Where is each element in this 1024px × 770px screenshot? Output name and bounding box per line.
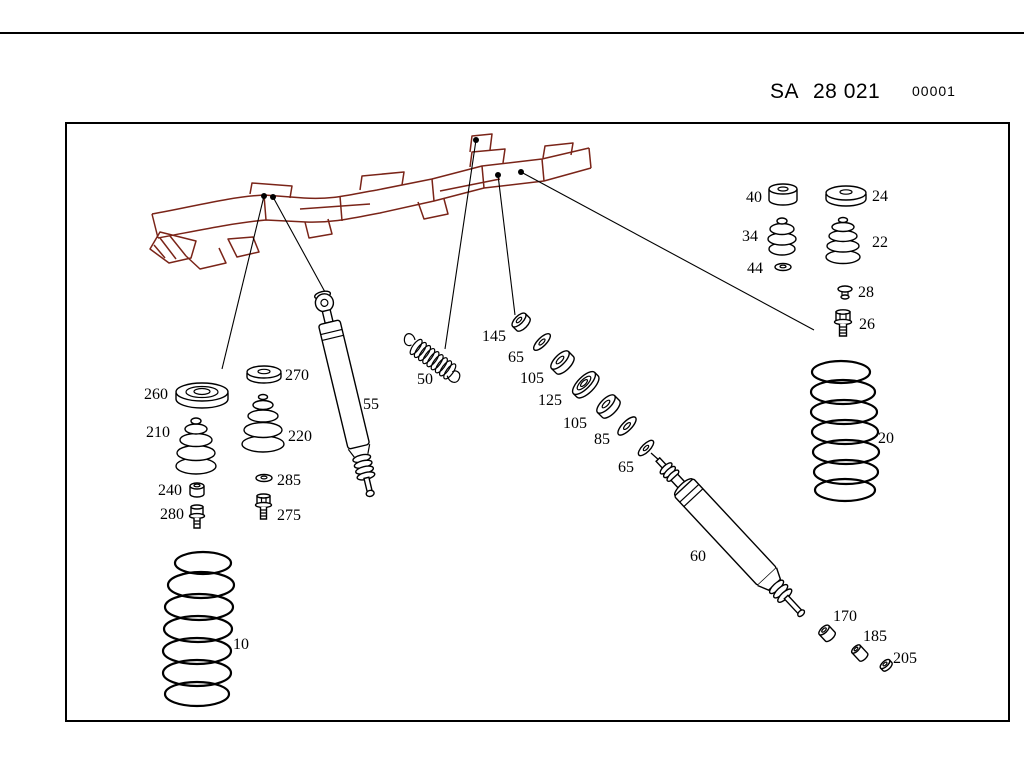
part-label-125: 125 (538, 392, 562, 409)
part-label-240: 240 (158, 482, 182, 499)
part-50-tension-spring: 50 (403, 333, 461, 388)
part-label-275: 275 (277, 507, 301, 524)
part-label-55: 55 (363, 396, 379, 413)
part-125-dished-washer: 125 (538, 370, 600, 409)
part-26-bolt: 26 (833, 309, 875, 337)
part-label-22: 22 (872, 234, 888, 251)
part-label-85: 85 (594, 431, 610, 448)
part-10-coil-spring: 10 (161, 550, 249, 708)
part-label-24: 24 (872, 188, 888, 205)
part-205-washer: 205 (879, 650, 917, 672)
part-65-washer-lower: 65 (618, 439, 655, 476)
part-label-34: 34 (742, 228, 758, 245)
part-185-spacer-sleeve: 185 (850, 628, 887, 662)
part-label-40: 40 (746, 189, 762, 206)
header-code: SA (770, 80, 799, 103)
part-65-washer-upper: 65 (508, 332, 552, 366)
leader-lines (221, 137, 815, 370)
part-34-rubber-buffer: 34 (742, 217, 797, 256)
part-105-bushing-lower: 105 (563, 394, 621, 432)
header-group-number: 28 021 (813, 80, 880, 103)
part-label-285: 285 (277, 472, 301, 489)
part-label-145: 145 (482, 328, 506, 345)
part-85-washer: 85 (594, 416, 637, 448)
header-sheet-number: 00001 (912, 83, 956, 99)
part-label-210: 210 (146, 424, 170, 441)
part-240-bushing: 240 (158, 482, 205, 499)
part-260-spring-seat: 260 (144, 382, 229, 409)
part-55-shock-absorber: 55 (314, 290, 379, 498)
part-label-10: 10 (233, 636, 249, 653)
part-220-rubber-buffer: 220 (241, 393, 312, 453)
part-label-65-upper: 65 (508, 349, 524, 366)
part-label-65-lower: 65 (618, 459, 634, 476)
leader-line-to-260 (221, 195, 265, 370)
header: SA 28 021 00001 (770, 80, 956, 103)
leader-line-to-55 (272, 196, 326, 293)
part-210-rubber-buffer: 210 (146, 417, 217, 475)
part-105-bushing-upper: 105 (520, 350, 575, 387)
part-label-105-upper: 105 (520, 370, 544, 387)
part-label-185: 185 (863, 628, 887, 645)
part-label-50: 50 (417, 371, 433, 388)
part-20-coil-spring: 20 (809, 359, 894, 503)
part-40-rubber-pad: 40 (746, 183, 798, 206)
part-label-105-lower: 105 (563, 415, 587, 432)
part-285-nut: 285 (255, 472, 301, 489)
part-170-bushing: 170 (818, 608, 857, 643)
part-label-270: 270 (285, 367, 309, 384)
part-label-60: 60 (690, 548, 706, 565)
part-label-280: 280 (160, 506, 184, 523)
chassis-frame (149, 133, 592, 270)
part-label-26: 26 (859, 316, 875, 333)
part-145-nut: 145 (482, 312, 531, 345)
leader-line-to-right-group (520, 171, 815, 331)
part-label-20: 20 (878, 430, 894, 447)
part-label-220: 220 (288, 428, 312, 445)
part-label-260: 260 (144, 386, 168, 403)
part-60-shock-absorber: 60 (655, 456, 806, 618)
part-44-washer: 44 (747, 260, 792, 277)
leader-line-to-50 (444, 139, 477, 350)
part-label-170: 170 (833, 608, 857, 625)
part-28-grommet: 28 (837, 284, 874, 301)
part-280-bolt: 280 (160, 504, 206, 529)
part-24-washer: 24 (825, 185, 888, 207)
leader-line-to-145 (497, 174, 516, 316)
part-label-205: 205 (893, 650, 917, 667)
part-label-44: 44 (747, 260, 763, 277)
part-275-bolt: 275 (254, 493, 301, 524)
diagram-border (65, 122, 1010, 722)
part-22-rubber-buffer: 22 (825, 216, 888, 265)
part-label-28: 28 (858, 284, 874, 301)
part-270-washer: 270 (246, 365, 309, 384)
